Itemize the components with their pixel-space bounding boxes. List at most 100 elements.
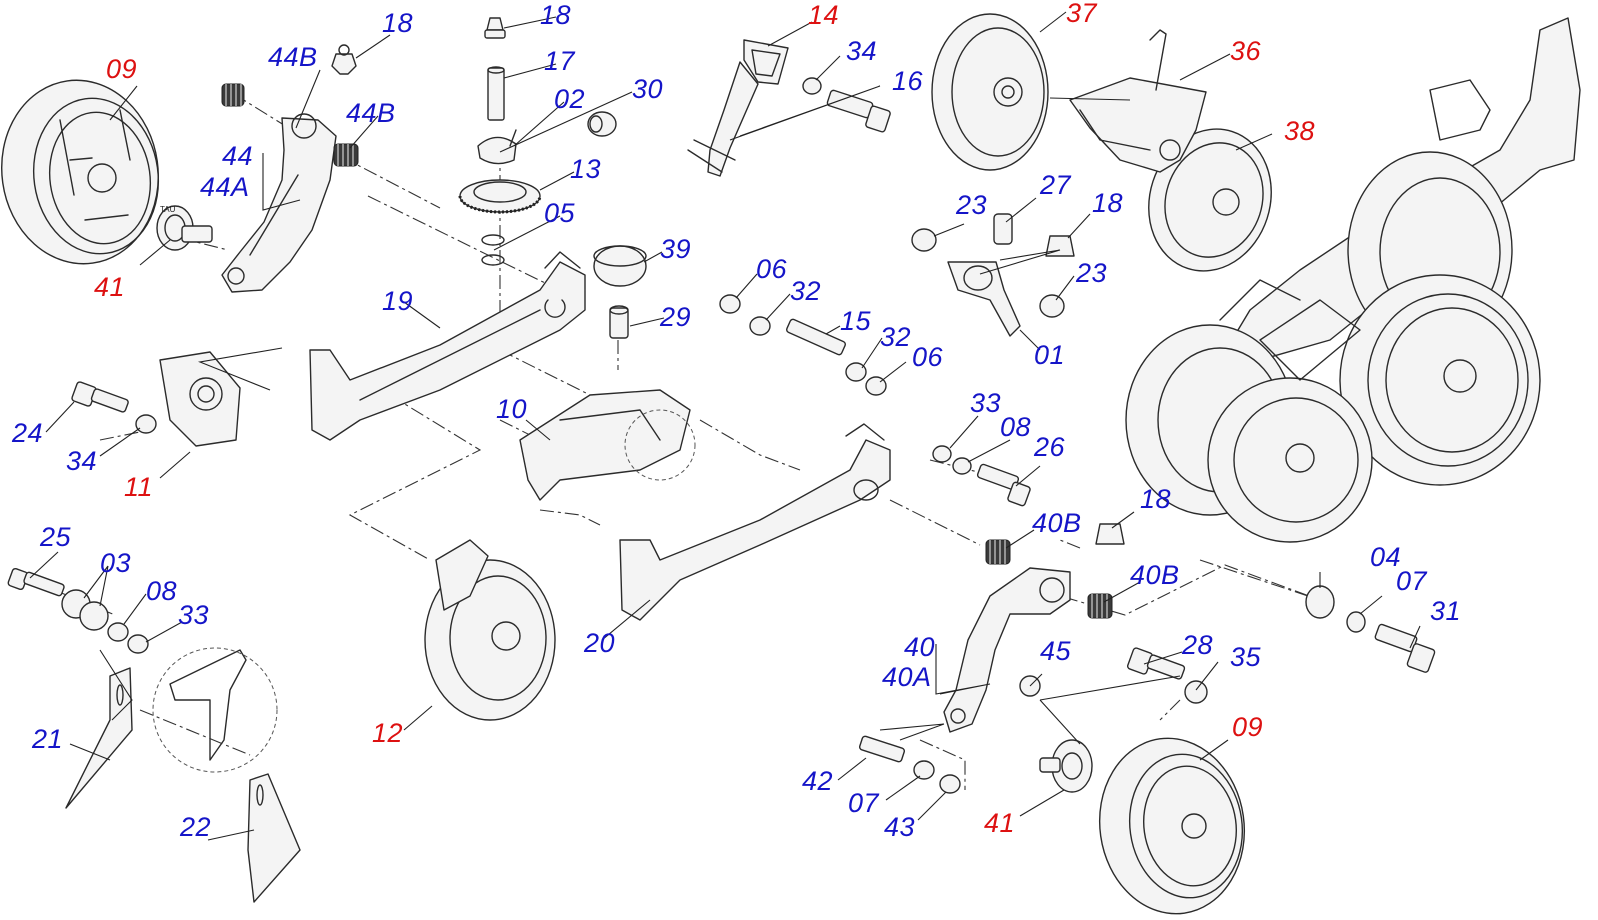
frame-19 [309, 251, 586, 441]
callout-labels: 09 41 44B 18 44B 44 44A 18 17 02 30 13 0… [11, 0, 1461, 842]
bearing-40B-b [1087, 593, 1113, 619]
label-15: 15 [840, 306, 872, 336]
label-12: 12 [372, 718, 403, 748]
disc-37 [931, 13, 1049, 171]
bolt-28-nut-35 [1126, 647, 1208, 704]
label-11: 11 [124, 472, 153, 502]
label-20: 20 [583, 628, 615, 658]
label-23-top: 23 [955, 190, 987, 220]
label-18-shaft: 18 [540, 0, 571, 30]
label-41-lower: 41 [984, 808, 1015, 838]
bushing-23-a [911, 228, 937, 252]
roller-39 [593, 245, 647, 287]
label-09-lower: 09 [1232, 712, 1263, 742]
label-25: 25 [39, 522, 72, 552]
label-34-top: 34 [846, 36, 877, 66]
label-43: 43 [884, 812, 915, 842]
label-18-mid: 18 [1092, 188, 1123, 218]
label-32-low: 32 [880, 322, 911, 352]
gauge-wheel-09-left [1, 79, 160, 265]
label-44B-mid: 44B [346, 98, 396, 128]
detail-circle-scraper [152, 647, 278, 773]
label-06-top: 06 [756, 254, 788, 284]
label-44: 44 [222, 141, 253, 171]
label-23-low: 23 [1075, 258, 1107, 288]
label-09-left: 09 [106, 54, 137, 84]
label-33-left: 33 [178, 600, 209, 630]
label-08-left: 08 [146, 576, 177, 606]
shaft-15-group [719, 294, 887, 396]
label-40: 40 [904, 632, 935, 662]
label-18-lower: 18 [1140, 484, 1171, 514]
bearing-40B-a [985, 539, 1011, 565]
pin-27 [993, 213, 1013, 245]
label-31: 31 [1430, 596, 1461, 626]
bolt-25-group [7, 567, 149, 654]
scraper-22 [247, 773, 301, 903]
label-24: 24 [11, 418, 43, 448]
label-22: 22 [179, 812, 211, 842]
bolt-29 [609, 305, 629, 339]
bearing-44B-top [221, 83, 245, 107]
label-26: 26 [1033, 432, 1066, 462]
bolt-31-group [1305, 585, 1436, 673]
label-13: 13 [570, 154, 601, 184]
label-06-low: 06 [912, 342, 944, 372]
hub-41-left: TAU [156, 205, 213, 251]
bolt-16-with-nut-34 [802, 77, 891, 133]
arm-44 [221, 113, 337, 293]
label-08-mid: 08 [1000, 412, 1031, 442]
label-16: 16 [892, 66, 924, 96]
hub-41-lower [1039, 739, 1093, 793]
bearing-44B-mid [333, 143, 359, 167]
label-38: 38 [1284, 116, 1315, 146]
label-04: 04 [1370, 542, 1401, 572]
label-40B-a: 40B [1032, 508, 1082, 538]
label-36: 36 [1230, 36, 1262, 66]
bolt-26-group [932, 445, 1031, 507]
gauge-wheel-09-lower [1098, 737, 1246, 915]
bolt-24-nut-34 [71, 381, 157, 434]
label-42: 42 [802, 766, 833, 796]
label-27: 27 [1039, 170, 1072, 200]
assembled-planter [1125, 17, 1581, 543]
arm-40 [943, 567, 1071, 733]
label-14: 14 [808, 0, 839, 30]
handle-14 [687, 39, 789, 177]
tau-logo-text: TAU [160, 205, 176, 214]
frame-20 [619, 423, 891, 621]
label-33-mid: 33 [970, 388, 1001, 418]
label-29: 29 [659, 302, 691, 332]
label-44B-top: 44B [268, 42, 318, 72]
bushing-30 [587, 111, 617, 137]
label-19: 19 [382, 286, 413, 316]
bracket-11 [159, 351, 241, 447]
label-07-lower: 07 [848, 788, 880, 818]
label-35: 35 [1230, 642, 1262, 672]
pivot-10 [519, 389, 696, 501]
pin-42-group [858, 735, 961, 794]
label-07-right: 07 [1396, 566, 1428, 596]
bracket-36 [1069, 29, 1207, 173]
label-10: 10 [496, 394, 527, 424]
label-40B-b: 40B [1130, 560, 1180, 590]
label-05: 05 [544, 198, 576, 228]
label-39: 39 [660, 234, 691, 264]
label-45: 45 [1040, 636, 1072, 666]
label-34-left: 34 [66, 446, 97, 476]
label-28: 28 [1181, 630, 1213, 660]
bushing-23-b [1039, 294, 1065, 318]
scraper-21 [65, 667, 133, 809]
label-17: 17 [544, 46, 576, 76]
label-30: 30 [632, 74, 663, 104]
label-37: 37 [1066, 0, 1098, 28]
disc-12 [424, 539, 556, 721]
label-21: 21 [31, 724, 63, 754]
label-02: 02 [554, 84, 585, 114]
label-32-top: 32 [790, 276, 821, 306]
shaft-stack [458, 17, 542, 266]
label-18-top-left: 18 [382, 8, 413, 38]
leader-lines [29, 11, 1421, 841]
label-41-left: 41 [94, 272, 125, 302]
